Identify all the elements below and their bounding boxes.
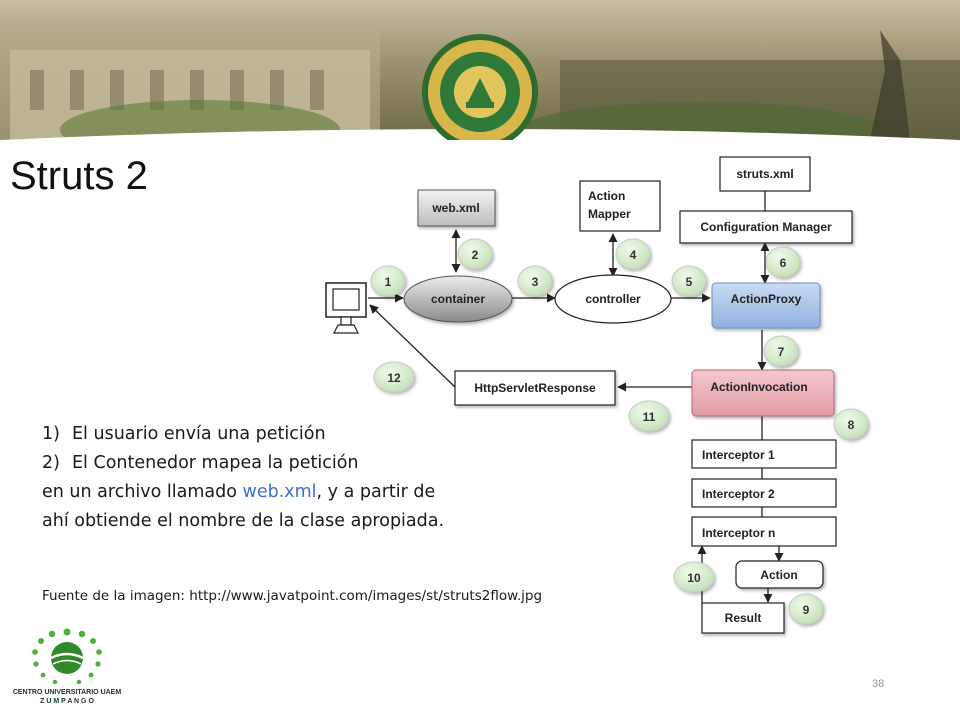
explanation-text: 1)El usuario envía una petición 2)El Con…: [42, 420, 512, 536]
svg-text:Result: Result: [725, 611, 762, 625]
web-xml-link: web.xml: [242, 482, 317, 502]
explanation-item-1: 1)El usuario envía una petición: [42, 424, 326, 444]
action-invocation-node: ActionInvocation: [691, 369, 835, 417]
svg-text:HttpServletResponse: HttpServletResponse: [474, 381, 596, 395]
http-servlet-response-node: HttpServletResponse: [454, 370, 616, 406]
svg-text:container: container: [431, 292, 485, 306]
step-badge-5: 5: [671, 265, 707, 297]
interceptor-1-node: Interceptor 1: [691, 439, 837, 469]
explanation-line-3: en un archivo llamado web.xml, y a parti…: [42, 482, 436, 502]
action-proxy-node: ActionProxy: [711, 282, 821, 329]
step-badge-11: 11: [628, 400, 670, 432]
arrow-12: [369, 304, 456, 388]
step-badge-2: 2: [457, 238, 493, 270]
logo-emblem-icon: [32, 628, 102, 685]
svg-text:Interceptor n: Interceptor n: [702, 526, 775, 540]
action-mapper-node: Action Mapper: [579, 180, 661, 232]
university-seal-icon: [422, 34, 538, 140]
svg-text:Interceptor 2: Interceptor 2: [702, 487, 775, 501]
svg-text:1: 1: [385, 275, 392, 289]
interceptor-2-node: Interceptor 2: [691, 478, 837, 508]
svg-text:controller: controller: [585, 292, 641, 306]
web-xml-node: web.xml: [417, 189, 496, 227]
svg-text:struts.xml: struts.xml: [736, 167, 793, 181]
svg-text:Configuration Manager: Configuration Manager: [700, 220, 832, 234]
svg-text:2: 2: [472, 248, 479, 262]
struts-xml-node: struts.xml: [719, 156, 811, 192]
page-number: 38: [872, 678, 885, 690]
svg-text:Action: Action: [588, 189, 625, 203]
step-badge-6: 6: [765, 246, 801, 278]
configuration-manager-node: Configuration Manager: [679, 210, 853, 244]
svg-text:11: 11: [643, 410, 656, 424]
svg-text:Mapper: Mapper: [588, 207, 631, 221]
step-badge-1: 1: [370, 265, 406, 297]
svg-text:3: 3: [532, 275, 539, 289]
page-title: Struts 2: [10, 154, 148, 198]
svg-text:Action: Action: [760, 568, 797, 582]
svg-text:4: 4: [630, 248, 637, 262]
explanation-line-4: ahí obtiende el nombre de la clase aprop…: [42, 511, 445, 531]
controller-node: controller: [554, 274, 672, 324]
explanation-item-2: 2)El Contenedor mapea la petición: [42, 453, 359, 473]
container-node: container: [403, 275, 513, 323]
step-badge-4: 4: [615, 238, 651, 270]
svg-text:10: 10: [687, 571, 701, 585]
step-badge-7: 7: [763, 335, 799, 367]
step-badge-12: 12: [373, 361, 415, 393]
step-badge-3: 3: [517, 265, 553, 297]
svg-text:ActionInvocation: ActionInvocation: [710, 380, 807, 394]
svg-text:7: 7: [778, 345, 785, 359]
svg-text:8: 8: [848, 418, 855, 432]
step-badge-9: 9: [788, 593, 824, 625]
step-badge-10: 10: [673, 561, 715, 593]
svg-text:ActionProxy: ActionProxy: [731, 292, 802, 306]
svg-text:Interceptor 1: Interceptor 1: [702, 448, 775, 462]
svg-text:6: 6: [780, 256, 787, 270]
svg-text:9: 9: [803, 603, 810, 617]
svg-text:5: 5: [686, 275, 693, 289]
svg-text:web.xml: web.xml: [431, 201, 479, 215]
svg-text:12: 12: [387, 371, 401, 385]
image-source-caption: Fuente de la imagen: http://www.javatpoi…: [42, 588, 543, 604]
interceptor-n-node: Interceptor n: [691, 516, 837, 547]
result-node: Result: [701, 602, 785, 634]
cu-uaem-zumpango-logo: CENTRO UNIVERSITARIO UAEM Z U M P A N G …: [12, 624, 122, 714]
action-node: Action: [735, 560, 824, 589]
header-banner: [0, 0, 960, 140]
step-badge-8: 8: [833, 408, 869, 440]
computer-icon: [325, 282, 367, 334]
banner-building-illustration: [0, 20, 960, 140]
